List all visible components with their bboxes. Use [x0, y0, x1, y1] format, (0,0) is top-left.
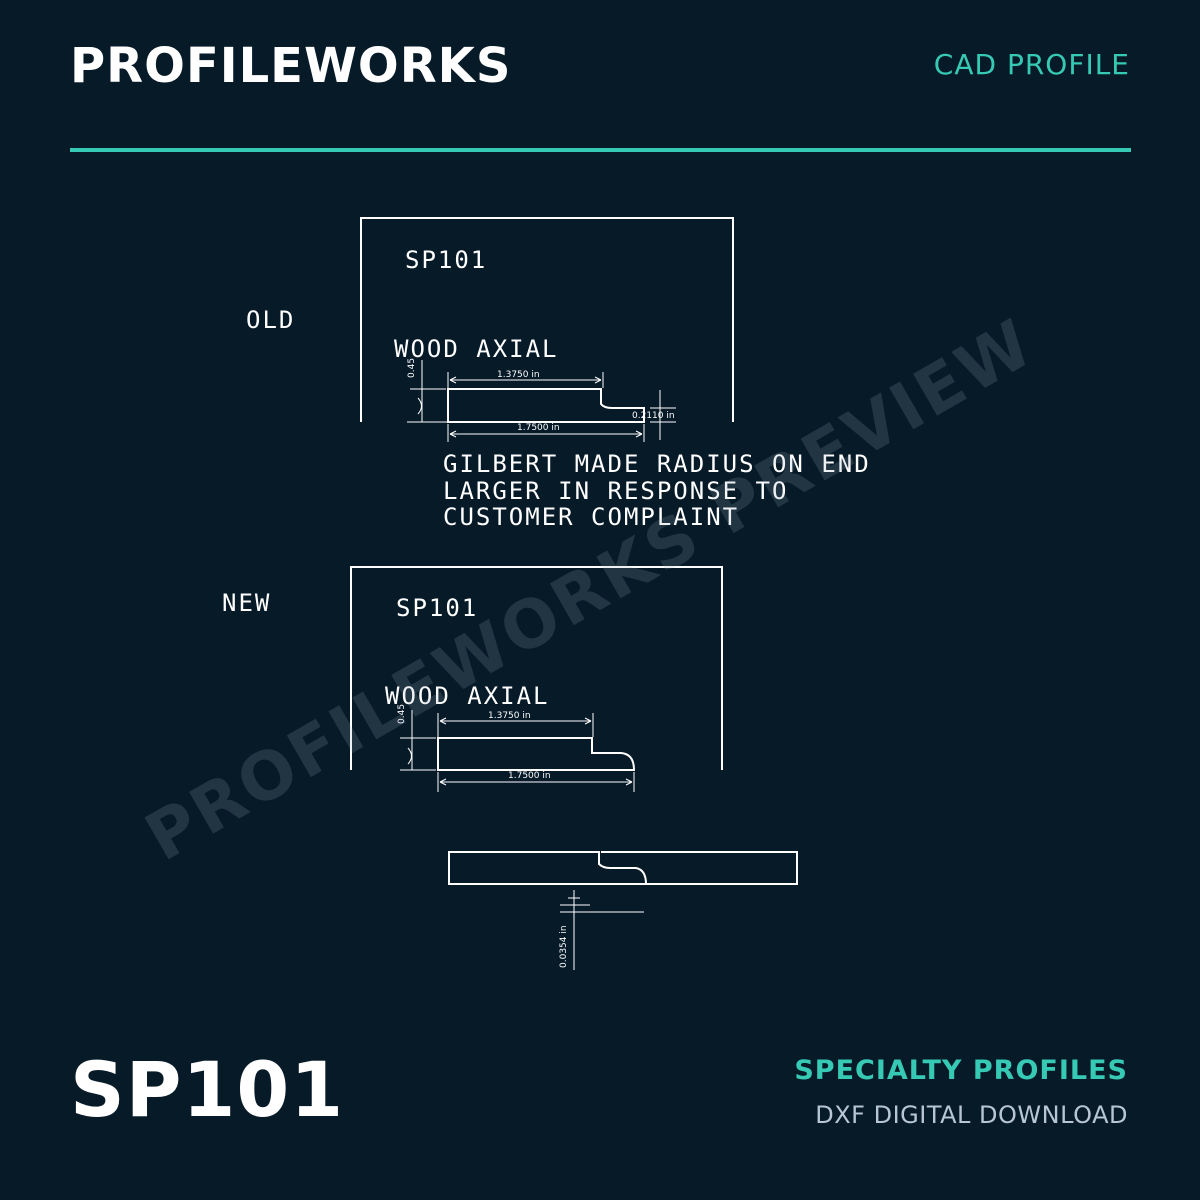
joint-detail: 0.0354 in: [448, 851, 798, 970]
note-line-2: LARGER IN RESPONSE TO: [443, 477, 788, 505]
old-dim-height-text: 0.45: [407, 358, 417, 378]
note-line-1: GILBERT MADE RADIUS ON END: [443, 450, 871, 478]
old-dim-top-arrows: [449, 376, 602, 384]
joint-dim-text: 0.0354 in: [559, 925, 569, 968]
new-label: NEW: [222, 589, 271, 617]
old-profile-section: OLD SP101 WOOD AXIAL 1.3750 in 1.7500 in…: [246, 217, 734, 442]
new-part-number: SP101: [396, 594, 478, 622]
old-dim-end-lines: [650, 390, 676, 440]
new-dim-top-arrows: [439, 717, 592, 725]
new-dim-bottom-arrows: [439, 778, 633, 786]
old-dim-bottom-lines: [447, 424, 645, 442]
new-dim-height-text: 0.45: [397, 704, 407, 724]
header-divider: [70, 148, 1131, 152]
old-dim-bottom-arrows: [449, 430, 643, 438]
old-dim-top-text: 1.3750 in: [497, 370, 540, 380]
old-dim-height-lines: [410, 360, 446, 422]
joint-dim-lines: [560, 890, 644, 970]
new-profile-outline: [437, 737, 636, 771]
collection-label: SPECIALTY PROFILES: [794, 1055, 1128, 1086]
joint-left-piece: [448, 851, 648, 885]
new-frame: [350, 566, 723, 770]
joint-right-piece: [601, 851, 798, 885]
old-material-label: WOOD AXIAL: [394, 335, 559, 363]
product-code: SP101: [70, 1045, 345, 1134]
brand-title: PROFILEWORKS: [70, 38, 512, 94]
old-label: OLD: [246, 306, 295, 334]
category-label: CAD PROFILE: [933, 48, 1130, 81]
new-dim-top-lines: [437, 713, 594, 737]
old-dim-bottom-text: 1.7500 in: [517, 423, 560, 433]
old-frame: [360, 217, 734, 422]
note-line-3: CUSTOMER COMPLAINT: [443, 503, 739, 531]
new-dim-bottom-lines: [437, 772, 635, 792]
new-profile-section: NEW SP101 WOOD AXIAL 1.3750 in 1.7500 in…: [222, 566, 723, 792]
new-dim-height-lines: [400, 710, 436, 771]
format-label: DXF DIGITAL DOWNLOAD: [815, 1101, 1128, 1129]
new-material-label: WOOD AXIAL: [385, 682, 550, 710]
old-part-number: SP101: [405, 246, 487, 274]
old-profile-outline: [447, 388, 645, 423]
new-dim-top-text: 1.3750 in: [488, 711, 531, 721]
old-dim-top-lines: [447, 372, 604, 388]
old-dim-end-text: 0.2110 in: [632, 411, 675, 421]
revision-note: GILBERT MADE RADIUS ON END LARGER IN RES…: [443, 450, 871, 531]
new-dim-bottom-text: 1.7500 in: [508, 771, 551, 781]
